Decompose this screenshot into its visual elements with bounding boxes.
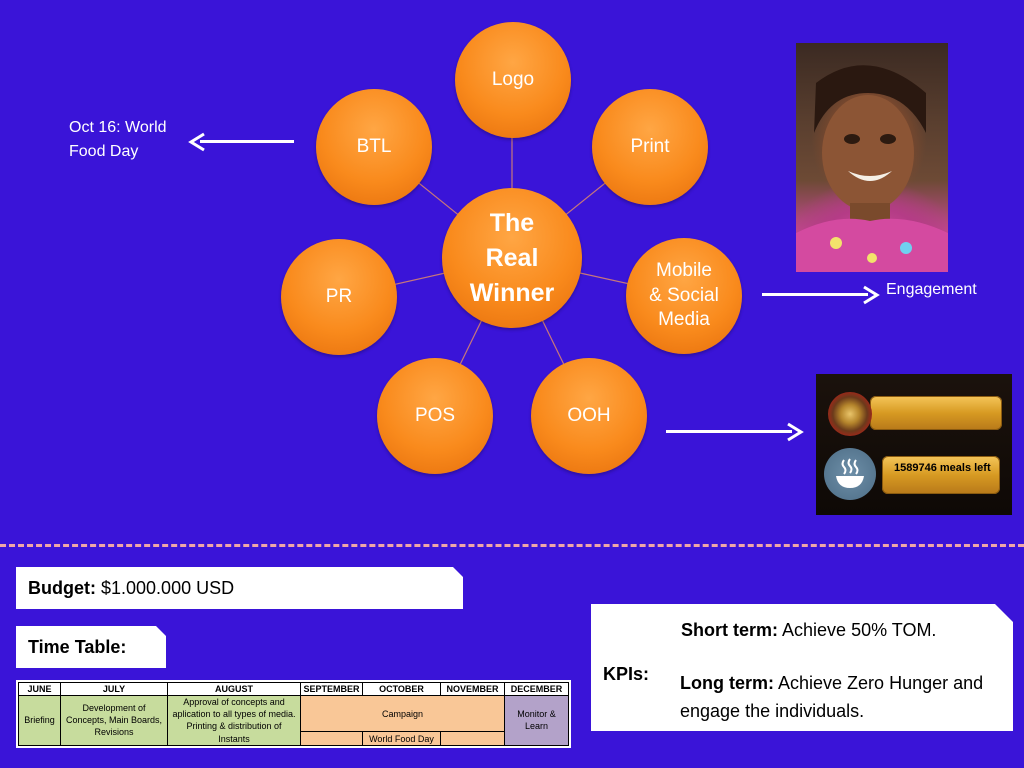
kpis-label: KPIs: bbox=[603, 664, 650, 684]
node-mobile-label: Mobile & Social Media bbox=[649, 259, 719, 331]
top-gold-bar bbox=[870, 396, 1002, 430]
center-label: The Real Winner bbox=[469, 208, 555, 307]
development-cell: Development of Concepts, Main Boards, Re… bbox=[60, 695, 168, 746]
node-ooh: OOH bbox=[531, 358, 647, 474]
node-the-real-winner: The Real Winner bbox=[442, 188, 582, 328]
short-term-kpi: Short term: Achieve 50% TOM. bbox=[681, 620, 937, 640]
month-september: SEPTEMBER bbox=[300, 681, 363, 697]
node-print-label: Print bbox=[630, 135, 670, 157]
kpis-card: KPIs: Short term: Achieve 50% TOM. Long … bbox=[591, 604, 1013, 731]
node-pr: PR bbox=[281, 239, 397, 355]
month-june: JUNE bbox=[18, 681, 61, 697]
timetable-title-card: Time Table: bbox=[16, 626, 166, 668]
timetable-title: Time Table: bbox=[28, 637, 127, 657]
briefing-cell: Briefing bbox=[18, 695, 61, 746]
node-logo-label: Logo bbox=[491, 68, 535, 90]
meals-left-bar: 1589746 meals left bbox=[882, 456, 1000, 494]
section-divider bbox=[0, 544, 1024, 547]
smiling-girl-photo bbox=[796, 43, 948, 272]
budget-label: Budget: bbox=[28, 578, 96, 598]
node-logo: Logo bbox=[455, 22, 571, 138]
engagement-label: Engagement bbox=[886, 281, 977, 298]
september-blank-cell bbox=[300, 731, 363, 746]
arrow-right-head-icon-2 bbox=[787, 422, 804, 442]
node-btl-label: BTL bbox=[356, 135, 392, 157]
month-july: JULY bbox=[60, 681, 168, 697]
month-november: NOVEMBER bbox=[440, 681, 505, 697]
approval-cell: Approval of concepts and aplication to a… bbox=[167, 695, 301, 746]
node-mobile-social-media: Mobile & Social Media bbox=[626, 238, 742, 354]
monitor-cell: Monitor & Learn bbox=[504, 695, 569, 746]
budget-card: Budget: $1.000.000 USD bbox=[16, 567, 463, 609]
month-december: DECEMBER bbox=[504, 681, 569, 697]
roulette-wheel-icon bbox=[828, 392, 872, 436]
portrait-illustration bbox=[796, 65, 948, 272]
node-pos: POS bbox=[377, 358, 493, 474]
month-august: AUGUST bbox=[167, 681, 301, 697]
soup-bowl-icon bbox=[836, 458, 864, 488]
node-ooh-label: OOH bbox=[567, 404, 611, 426]
meals-counter-game-screen: 1589746 meals left bbox=[816, 374, 1012, 515]
node-print: Print bbox=[592, 89, 708, 205]
meals-left-text: 1589746 meals left bbox=[894, 462, 991, 474]
arrow-left-head-icon bbox=[188, 132, 205, 152]
arrow-right-head-icon bbox=[863, 285, 880, 305]
node-pos-label: POS bbox=[414, 404, 456, 426]
world-food-day-cell: World Food Day bbox=[362, 731, 441, 746]
budget-value: $1.000.000 USD bbox=[101, 578, 235, 598]
node-pr-label: PR bbox=[325, 285, 353, 307]
node-btl: BTL bbox=[316, 89, 432, 205]
month-october: OCTOBER bbox=[362, 681, 441, 697]
bowl-circle bbox=[824, 448, 876, 500]
timetable: JUNE JULY AUGUST SEPTEMBER OCTOBER NOVEM… bbox=[16, 680, 571, 748]
world-food-day-note: Oct 16: World Food Day bbox=[69, 119, 167, 160]
november-blank-cell bbox=[440, 731, 505, 746]
long-term-kpi: Long term: Achieve Zero Hunger and engag… bbox=[680, 673, 984, 721]
campaign-cell: Campaign bbox=[300, 695, 505, 733]
